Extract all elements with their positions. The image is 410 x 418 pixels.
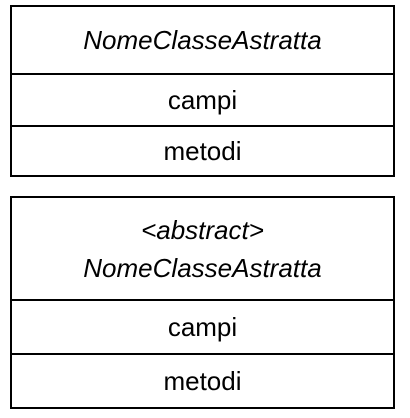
fields-label: campi <box>167 312 238 342</box>
class-name: NomeClasseAstratta <box>83 25 322 55</box>
abstract-class-box-italic: NomeClasseAstratta campi metodi <box>10 5 395 177</box>
fields-label: campi <box>167 85 238 115</box>
fields-compartment: campi <box>12 73 393 125</box>
class-name: NomeClasseAstratta <box>83 252 322 283</box>
class-name-compartment: NomeClasseAstratta <box>12 7 393 73</box>
methods-label: metodi <box>163 136 242 166</box>
abstract-class-box-stereotype: <abstract> NomeClasseAstratta campi meto… <box>10 196 395 409</box>
fields-compartment: campi <box>12 299 393 353</box>
class-name-compartment: <abstract> NomeClasseAstratta <box>12 198 393 299</box>
stereotype-label: <abstract> <box>141 214 264 245</box>
methods-compartment: metodi <box>12 353 393 407</box>
methods-compartment: metodi <box>12 125 393 175</box>
methods-label: metodi <box>163 366 242 396</box>
